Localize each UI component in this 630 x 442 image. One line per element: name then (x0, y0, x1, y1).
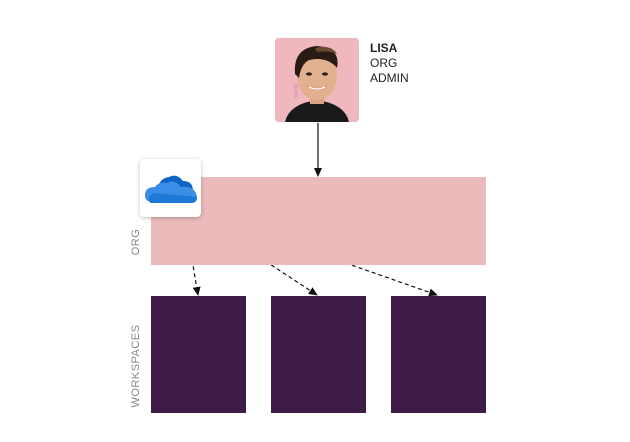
onedrive-cloud-icon (145, 175, 197, 203)
org-box (151, 177, 486, 265)
admin-role-line2: ADMIN (370, 71, 409, 85)
org-label: ORG (130, 228, 142, 256)
admin-label: LISA ORG ADMIN (370, 41, 409, 86)
admin-name: LISA (370, 41, 398, 55)
org-icon-card (140, 159, 201, 217)
admin-role-line1: ORG (370, 56, 398, 70)
org-to-workspace-1-arrow (184, 217, 201, 296)
workspace-box-2 (271, 296, 366, 413)
workspace-box-1 (151, 296, 246, 413)
admin-avatar (275, 38, 359, 122)
workspaces-label: WORKSPACES (130, 324, 142, 408)
workspace-box-3 (391, 296, 486, 413)
